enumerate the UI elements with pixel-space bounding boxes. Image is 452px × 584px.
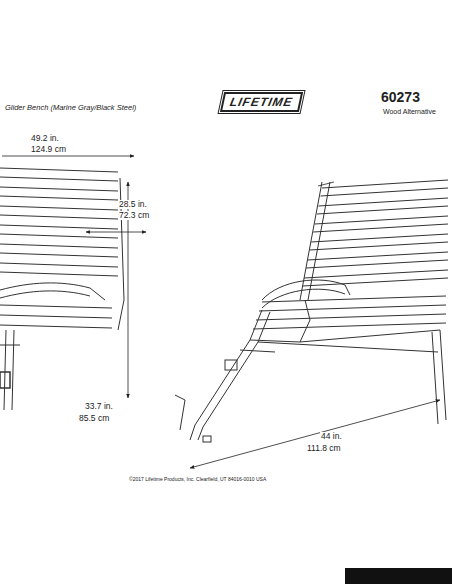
dimension-lines (2, 156, 440, 468)
product-title: Glider Bench (Marine Gray/Black Steel) (4, 104, 137, 112)
dimension-label: 44 in. (320, 432, 343, 441)
bench-front-view (0, 168, 124, 410)
model-number: 60273 (380, 90, 421, 105)
dimension-label: 33.7 in. (84, 402, 114, 411)
bench-angled-view (175, 180, 448, 442)
product-name: Wood Alternative (382, 108, 437, 116)
dimension-label: 49.2 in. (30, 134, 60, 143)
dimension-label: 72.3 cm (118, 211, 150, 220)
dimension-label: 85.5 cm (78, 414, 110, 423)
dimension-label: 111.8 cm (306, 444, 342, 453)
dimension-label: 28.5 in. (118, 200, 148, 209)
brand-logo: LIFETIME (228, 95, 294, 109)
copyright-note: ©2017 Lifetime Products, Inc. Clearfield… (128, 477, 267, 483)
dimension-label: 124.9 cm (30, 145, 67, 154)
corner-bar (345, 568, 452, 584)
logo-box: LIFETIME (220, 92, 303, 112)
